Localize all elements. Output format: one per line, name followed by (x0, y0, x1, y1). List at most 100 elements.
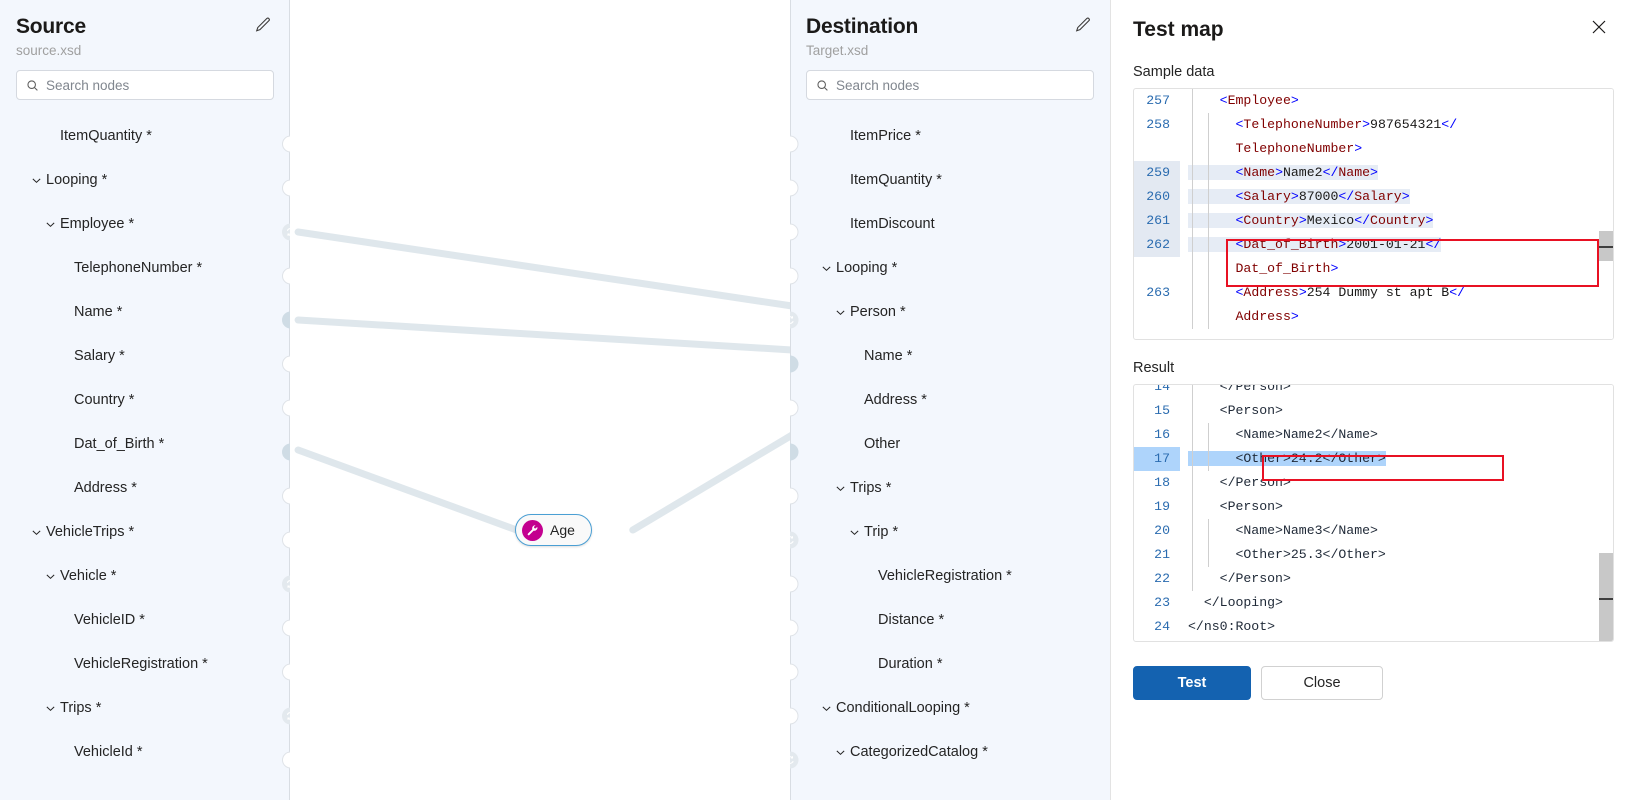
code-line: Address> (1134, 305, 1613, 329)
destination-search-input[interactable] (836, 77, 1084, 93)
line-number: 16 (1154, 427, 1170, 442)
tree-node-label: Salary * (74, 348, 125, 364)
code-text: <Name>Name2</Name> (1180, 161, 1613, 185)
code-text: <Other>24.2</Other> (1180, 447, 1613, 471)
tree-node-vehicletrips[interactable]: VehicleTrips * (0, 510, 290, 554)
tree-node-spacer (862, 658, 874, 670)
tree-node-label: Address * (74, 480, 137, 496)
tree-node-label: ItemQuantity * (850, 172, 942, 188)
tree-node-vehicleregistration[interactable]: VehicleRegistration * (790, 554, 1110, 598)
tree-node-name[interactable]: Name * (0, 290, 290, 334)
code-text: <Salary>87000</Salary> (1180, 185, 1613, 209)
tree-node-looping[interactable]: Looping * (790, 246, 1110, 290)
chevron-down-icon[interactable] (820, 702, 832, 714)
source-search-input[interactable] (46, 77, 264, 93)
tree-node-itemquantity[interactable]: ItemQuantity * (790, 158, 1110, 202)
destination-schema-panel: Destination Target.xsd ItemPrice * ItemQu… (790, 0, 1110, 800)
tree-node-itemdiscount[interactable]: ItemDiscount (790, 202, 1110, 246)
chevron-down-icon[interactable] (30, 174, 42, 186)
source-search-box[interactable] (16, 70, 274, 100)
tree-node-vehicleregistration[interactable]: VehicleRegistration * (0, 642, 290, 686)
destination-panel-header: Destination Target.xsd (790, 0, 1110, 60)
tree-node-conditionallooping[interactable]: ConditionalLooping * (790, 686, 1110, 730)
tree-node-itemquantity[interactable]: ItemQuantity * (0, 114, 290, 158)
chevron-down-icon[interactable] (848, 526, 860, 538)
code-text: Dat_of_Birth> (1180, 257, 1613, 281)
sample-scrollbar-thumb[interactable] (1599, 231, 1613, 261)
tree-node-trips[interactable]: Trips * (790, 466, 1110, 510)
result-scrollbar-thumb[interactable] (1599, 553, 1613, 641)
chevron-down-icon[interactable] (44, 570, 56, 582)
pencil-icon[interactable] (252, 14, 274, 36)
indent-guide (1192, 185, 1193, 209)
tree-node-itemprice[interactable]: ItemPrice * (790, 114, 1110, 158)
sample-data-code[interactable]: 257 <Employee>258 <TelephoneNumber>98765… (1134, 89, 1613, 339)
result-code[interactable]: 14 </Person>15 <Person>16 <Name>Name2</N… (1134, 385, 1613, 631)
tree-node-employee[interactable]: Employee * (0, 202, 290, 246)
indent-guide (1192, 137, 1193, 161)
tree-node-address[interactable]: Address * (0, 466, 290, 510)
tree-node-spacer (862, 570, 874, 582)
result-code-box[interactable]: 14 </Person>15 <Person>16 <Name>Name2</N… (1133, 384, 1614, 642)
line-number: 257 (1146, 93, 1170, 108)
indent-guide (1192, 423, 1193, 447)
tree-node-dat_of_birth[interactable]: Dat_of_Birth * (0, 422, 290, 466)
tree-node-duration[interactable]: Duration * (790, 642, 1110, 686)
tree-node-address[interactable]: Address * (790, 378, 1110, 422)
line-number: 24 (1154, 619, 1170, 631)
tree-node-name[interactable]: Name * (790, 334, 1110, 378)
tree-node-distance[interactable]: Distance * (790, 598, 1110, 642)
mapping-canvas[interactable]: Age (290, 0, 790, 800)
tree-node-salary[interactable]: Salary * (0, 334, 290, 378)
source-title: Source (16, 15, 86, 38)
sample-scrollbar[interactable] (1599, 89, 1613, 339)
test-button[interactable]: Test (1133, 666, 1251, 700)
tree-node-categorizedcatalog[interactable]: CategorizedCatalog * (790, 730, 1110, 774)
code-line: 22 </Person> (1134, 567, 1613, 591)
destination-search-box[interactable] (806, 70, 1094, 100)
search-icon (817, 79, 828, 91)
close-icon[interactable] (1584, 12, 1614, 42)
code-line: 18 </Person> (1134, 471, 1613, 495)
tree-node-country[interactable]: Country * (0, 378, 290, 422)
line-number: 20 (1154, 523, 1170, 538)
pencil-icon[interactable] (1072, 14, 1094, 36)
result-scrollbar[interactable] (1599, 385, 1613, 641)
code-text: </Person> (1180, 567, 1613, 591)
chevron-down-icon[interactable] (834, 482, 846, 494)
tree-node-trip[interactable]: Trip * (790, 510, 1110, 554)
chevron-down-icon[interactable] (820, 262, 832, 274)
source-tree: ItemQuantity *Looping *Employee *Telepho… (0, 114, 290, 774)
tree-node-vehicle[interactable]: Vehicle * (0, 554, 290, 598)
chevron-down-icon[interactable] (44, 218, 56, 230)
code-text: <Country>Mexico</Country> (1180, 209, 1613, 233)
tree-node-vehicleid[interactable]: VehicleId * (0, 730, 290, 774)
indent-guide (1192, 567, 1193, 591)
indent-guide (1192, 519, 1193, 543)
close-button[interactable]: Close (1261, 666, 1383, 700)
code-text: TelephoneNumber> (1180, 137, 1613, 161)
tree-node-vehicleid[interactable]: VehicleID * (0, 598, 290, 642)
chevron-down-icon[interactable] (44, 702, 56, 714)
chevron-down-icon[interactable] (834, 306, 846, 318)
tree-node-other[interactable]: Other (790, 422, 1110, 466)
source-panel-header: Source source.xsd (0, 0, 290, 60)
chevron-down-icon[interactable] (30, 526, 42, 538)
tree-node-telephonenumber[interactable]: TelephoneNumber * (0, 246, 290, 290)
tree-node-trips[interactable]: Trips * (0, 686, 290, 730)
tree-node-looping[interactable]: Looping * (0, 158, 290, 202)
tree-node-spacer (58, 262, 70, 274)
tree-node-spacer (58, 482, 70, 494)
tree-node-label: ItemDiscount (850, 216, 935, 232)
chevron-down-icon[interactable] (834, 746, 846, 758)
code-text: <TelephoneNumber>987654321</ (1180, 113, 1613, 137)
sample-data-code-box[interactable]: 257 <Employee>258 <TelephoneNumber>98765… (1133, 88, 1614, 340)
tree-node-spacer (58, 438, 70, 450)
function-node-age[interactable]: Age (504, 514, 603, 546)
tree-node-person[interactable]: Person * (790, 290, 1110, 334)
code-line: 262 <Dat_of_Birth>2001-01-21</ (1134, 233, 1613, 257)
code-line: Dat_of_Birth> (1134, 257, 1613, 281)
line-number: 19 (1154, 499, 1170, 514)
tree-node-spacer (58, 350, 70, 362)
line-number: 22 (1154, 571, 1170, 586)
